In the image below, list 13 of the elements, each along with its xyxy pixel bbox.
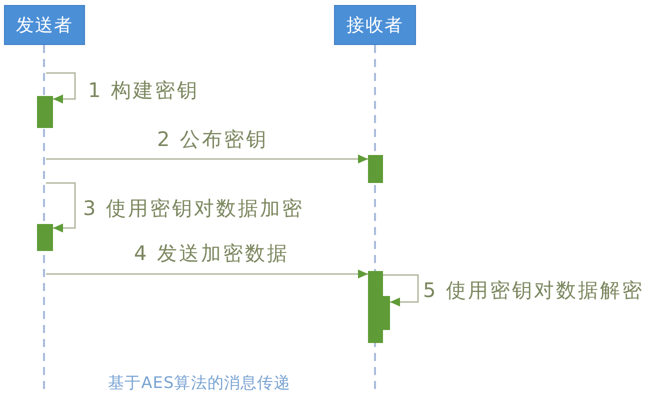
activation-bar: [37, 96, 53, 128]
activation-bar: [368, 155, 383, 183]
participant-box: 发送者: [4, 5, 85, 45]
message-arrow: [46, 270, 368, 278]
participant-box: 接收者: [334, 5, 416, 45]
self-message-arrow: [383, 274, 419, 306]
self-message-arrow: [46, 72, 76, 104]
self-message-arrow: [46, 182, 76, 232]
activation-bar: [383, 296, 390, 330]
caption: 基于AES算法的消息传递: [108, 373, 290, 393]
activation-bar: [368, 271, 383, 343]
message-arrow: [46, 154, 368, 164]
activation-bar: [37, 224, 53, 251]
